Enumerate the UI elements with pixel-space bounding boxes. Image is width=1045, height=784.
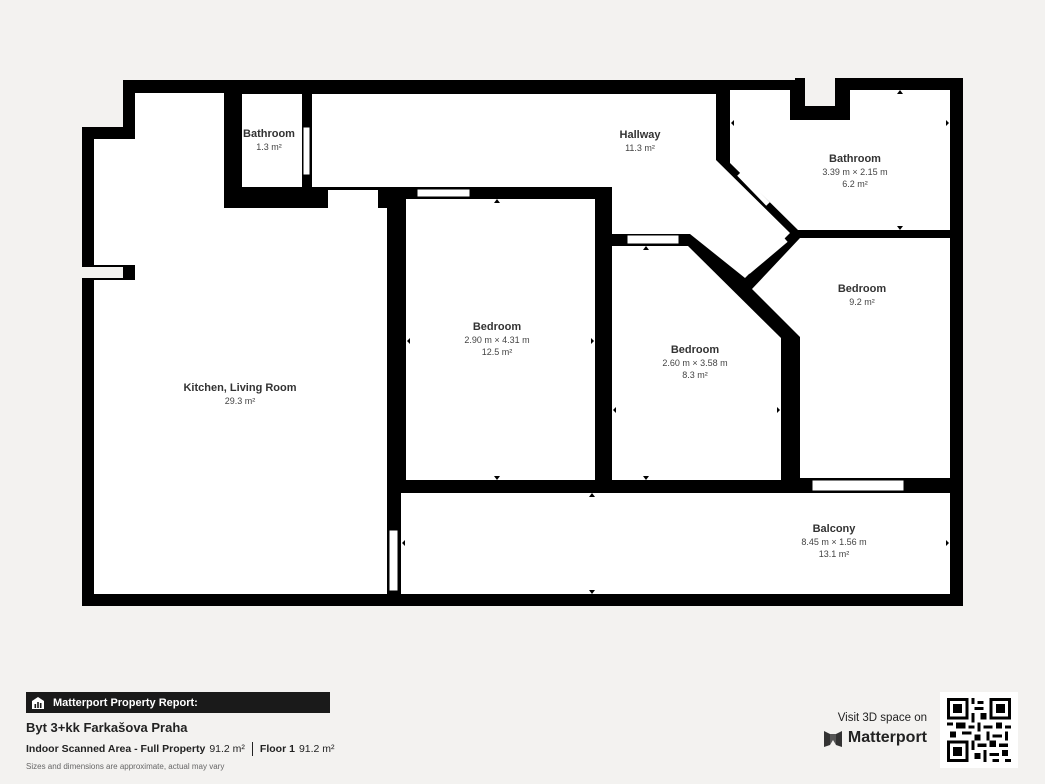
matterport-brand[interactable]: Matterport <box>823 729 927 747</box>
room-label-balcony: Balcony 8.45 m × 1.56 m 13.1 m² <box>801 523 866 560</box>
door-opening <box>746 238 788 274</box>
floor-label: Floor 1 <box>259 743 295 755</box>
room-balcony <box>401 493 950 594</box>
room-label-bathroom-small: Bathroom 1.3 m² <box>243 128 295 153</box>
qr-code[interactable] <box>940 692 1018 768</box>
room-label-bathroom-large: Bathroom 3.39 m × 2.15 m 6.2 m² <box>822 153 887 190</box>
matterport-logo-icon <box>823 731 842 747</box>
room-name: Hallway <box>619 129 661 141</box>
indoor-area-value: 91.2 m² <box>209 743 245 755</box>
room-area: 8.3 m² <box>682 370 708 380</box>
room-area: 6.2 m² <box>842 179 868 189</box>
indoor-area-label: Indoor Scanned Area - Full Property <box>26 743 206 755</box>
room-bedroom-2 <box>612 246 781 480</box>
room-bedroom-1 <box>406 199 595 480</box>
property-area: Indoor Scanned Area - Full Property 91.2… <box>26 742 335 756</box>
floor-plan <box>82 78 963 606</box>
brand-name: Matterport <box>847 729 927 746</box>
visit-3d-text: Visit 3D space on <box>837 712 927 724</box>
building-chart-icon <box>32 696 44 709</box>
room-dimensions: 8.45 m × 1.56 m <box>801 537 867 547</box>
dimension-markers <box>402 90 949 594</box>
door-opening <box>328 190 378 208</box>
window <box>811 479 905 492</box>
room-label-hallway: Hallway 11.3 m² <box>620 129 661 154</box>
room-bedroom-3 <box>752 238 950 478</box>
qr-code-icon <box>947 698 1011 762</box>
door-opening <box>388 529 399 592</box>
room-area: 13.1 m² <box>818 549 850 559</box>
room-label-bedroom-2: Bedroom 2.60 m × 3.58 m 8.3 m² <box>662 344 727 381</box>
room-name: Bedroom <box>472 321 522 333</box>
room-name: Kitchen, Living Room <box>183 382 297 394</box>
room-dimensions: 2.60 m × 3.58 m <box>662 358 728 368</box>
room-area: 1.3 m² <box>256 142 282 152</box>
floor-area-value: 91.2 m² <box>298 743 335 755</box>
room-kitchen-living <box>94 93 387 594</box>
room-name: Bathroom <box>243 128 295 140</box>
room-label-kitchen-living: Kitchen, Living Room 29.3 m² <box>183 382 296 407</box>
room-name: Bedroom <box>670 344 720 356</box>
room-label-bedroom-1: Bedroom 2.90 m × 4.31 m 12.5 m² <box>464 321 529 358</box>
property-name: Byt 3+kk Farkašova Praha <box>26 720 188 735</box>
wall-notch <box>805 78 835 106</box>
room-area: 12.5 m² <box>481 347 513 357</box>
report-label: Matterport Property Report: <box>53 696 198 709</box>
report-header-bar: Matterport Property Report: <box>26 692 330 713</box>
room-name: Bathroom <box>829 153 881 165</box>
room-area: 11.3 m² <box>625 143 655 153</box>
room-bathroom-small <box>242 94 302 187</box>
separator <box>251 742 253 756</box>
room-hallway <box>312 94 790 278</box>
window <box>416 188 471 198</box>
room-name: Balcony <box>812 523 856 535</box>
room-area: 9.2 m² <box>849 297 875 307</box>
disclaimer: Sizes and dimensions are approximate, ac… <box>26 762 225 771</box>
room-dimensions: 3.39 m × 2.15 m <box>822 167 888 177</box>
room-dimensions: 2.90 m × 4.31 m <box>464 335 530 345</box>
room-label-bedroom-3: Bedroom 9.2 m² <box>838 283 886 308</box>
door-opening <box>737 172 770 206</box>
room-name: Bedroom <box>837 283 887 295</box>
window <box>626 234 680 245</box>
room-bathroom-large <box>730 90 950 230</box>
door-opening <box>302 126 311 176</box>
room-area: 29.3 m² <box>224 396 256 406</box>
